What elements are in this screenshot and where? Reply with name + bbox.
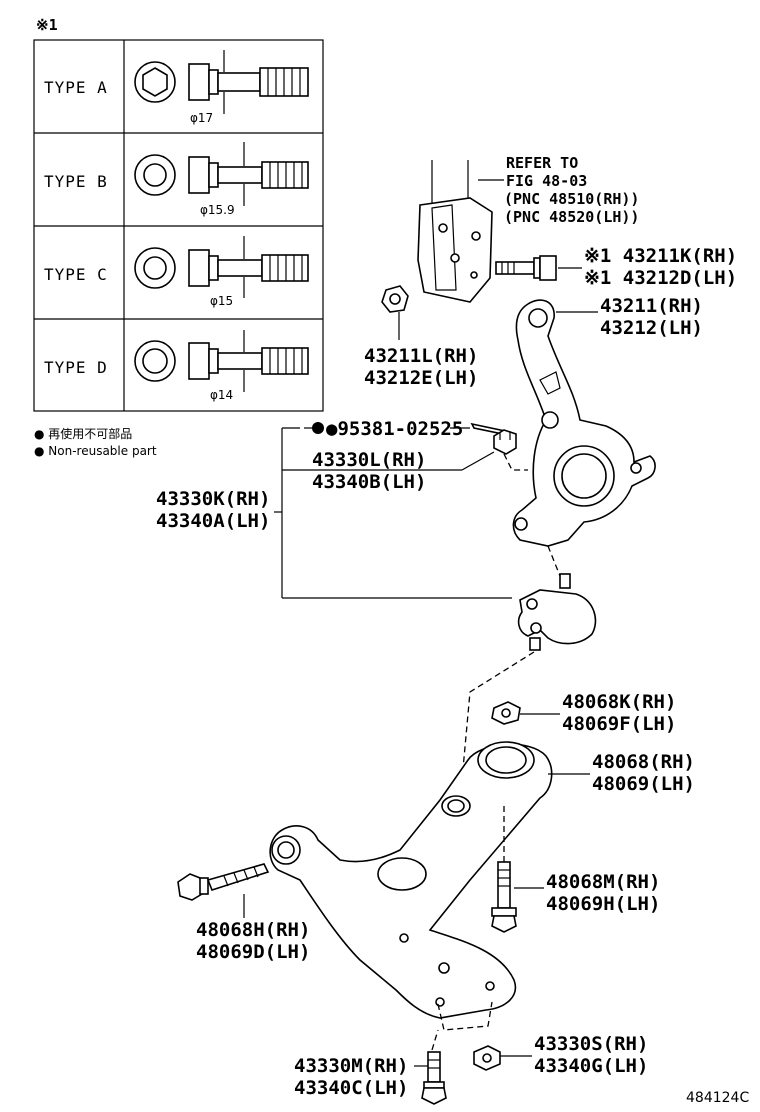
label-43212: 43212(LH) [600,317,703,339]
label-43330s: 43330S(RH) [534,1033,648,1055]
stud-bolt-icon [134,50,309,114]
bottom-nut-icon [473,1045,501,1071]
strut-nut-icon [381,285,409,313]
diameter-label: φ15 [210,294,233,308]
refer-line-4: (PNC 48520(LH)) [504,208,639,226]
legend-en: ● Non-reusable part [34,444,157,458]
label-43211: 43211(RH) [600,295,703,317]
label-48068k: 48068K(RH) [562,691,676,713]
label-43330l: 43330L(RH) [312,449,426,471]
stud-bolt-icon [134,142,309,206]
label-43330m: 43330M(RH) [294,1055,408,1077]
type-label: TYPE C [44,265,108,284]
arm-bolt-vertical-icon [491,861,517,933]
label-95381: ●95381-02525 [326,418,463,440]
type-table: TYPE A φ17 TYPE B [33,39,324,412]
castle-nut-icon [493,429,517,455]
diameter-label: φ17 [190,111,213,125]
label-48068h: 48068H(RH) [196,919,310,941]
type-label: TYPE D [44,358,108,377]
ball-joint-icon [517,573,597,651]
arm-nut-icon [491,701,521,725]
knuckle-bolt-icon [495,255,557,281]
figure-code: 484124C [686,1090,749,1106]
label-43330k: 43330K(RH) [156,488,270,510]
label-43340a: 43340A(LH) [156,510,270,532]
type-label: TYPE A [44,78,108,97]
type-row-c: TYPE C φ15 [44,236,309,308]
refer-line-3: (PNC 48510(RH)) [504,190,639,208]
non-reusable-dot [312,422,324,434]
arm-bolt-horizontal-icon [177,863,270,901]
label-48068m: 48068M(RH) [546,871,660,893]
type-label: TYPE B [44,172,108,191]
label-43340c: 43340C(LH) [294,1077,408,1099]
stud-bolt-icon [134,236,309,298]
label-48069f: 48069F(LH) [562,713,676,735]
lower-arm-icon [269,741,553,1019]
label-43211k: ※1 43211K(RH) [584,245,737,267]
refer-line-1: REFER TO [506,154,578,172]
label-43212d: ※1 43212D(LH) [584,267,737,289]
bottom-bolt-icon [421,1051,447,1105]
type-row-d: TYPE D φ14 [44,330,309,402]
label-43211l: 43211L(RH) [364,345,478,367]
diameter-label: φ15.9 [200,203,235,217]
diameter-label: φ14 [210,388,233,402]
label-48069d: 48069D(LH) [196,941,310,963]
label-48069: 48069(LH) [592,773,695,795]
footnote-mark: ※1 [36,16,58,34]
legend-jp: ● 再使用不可部品 [34,426,132,441]
steering-knuckle-icon [512,299,656,547]
type-row-b: TYPE B φ15.9 [44,142,309,217]
stud-bolt-icon [134,330,309,392]
label-43340b: 43340B(LH) [312,471,426,493]
label-43212e: 43212E(LH) [364,367,478,389]
label-43340g: 43340G(LH) [534,1055,648,1077]
strut-bracket-icon [417,160,493,303]
label-48069h: 48069H(LH) [546,893,660,915]
label-48068: 48068(RH) [592,751,695,773]
type-row-a: TYPE A φ17 [44,50,309,125]
refer-line-2: FIG 48-03 [506,172,587,190]
